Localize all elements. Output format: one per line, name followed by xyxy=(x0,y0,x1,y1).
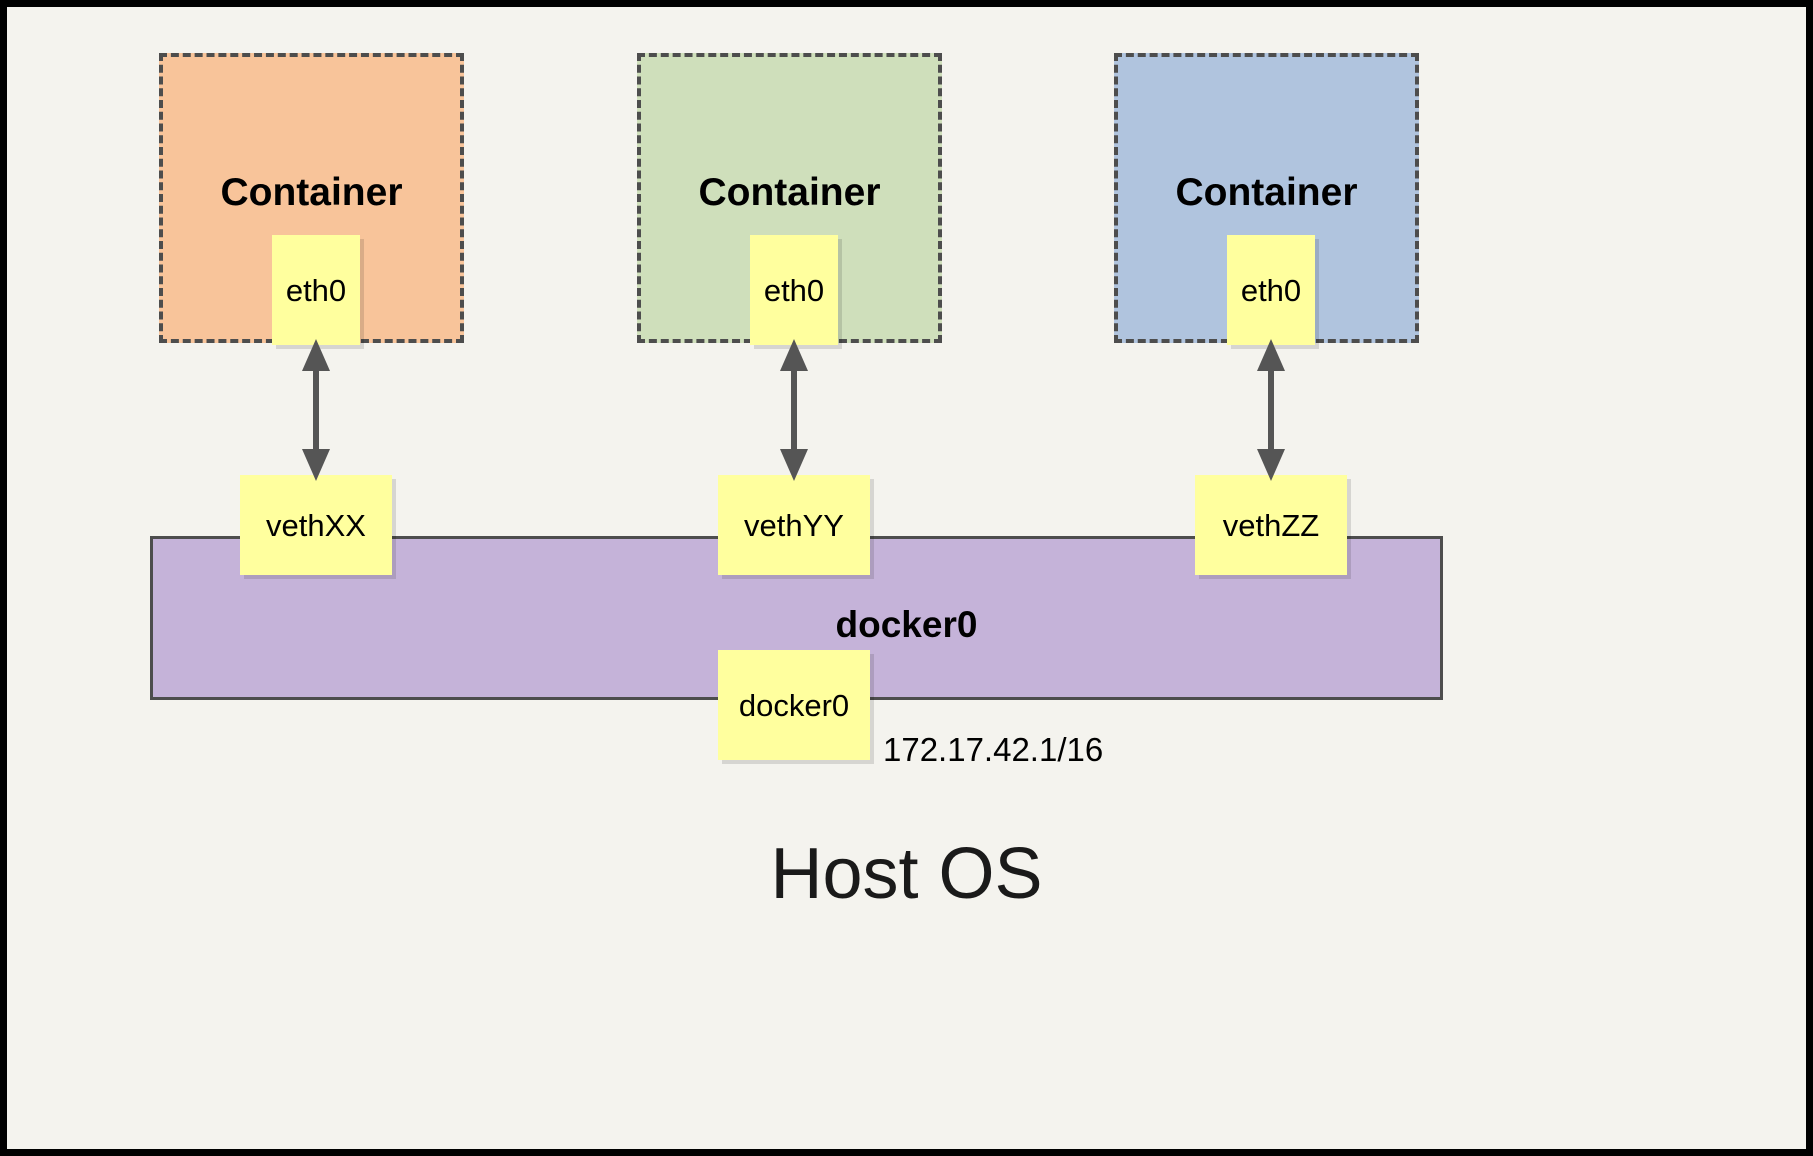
container-title-1: Container xyxy=(220,171,403,214)
container-title-2: Container xyxy=(698,171,881,214)
container-title-3: Container xyxy=(1175,171,1358,214)
eth0-interface-box-1: eth0 xyxy=(272,235,360,345)
host-os-label: Host OS xyxy=(770,834,1043,914)
veth-interface-box-1: vethXX xyxy=(240,475,392,575)
docker0-bridge-label: docker0 xyxy=(835,604,978,645)
link-arrow-1 xyxy=(302,339,330,481)
docker0-ip-label: 172.17.42.1/16 xyxy=(883,731,1104,768)
link-arrow-3 xyxy=(1257,339,1285,481)
docker0-interface-box: docker0 xyxy=(718,650,870,760)
eth0-interface-box-2: eth0 xyxy=(750,235,838,345)
veth-interface-box-3: vethZZ xyxy=(1195,475,1347,575)
veth-interface-box-2: vethYY xyxy=(718,475,870,575)
diagram-canvas: Container Container Container eth0 eth0 … xyxy=(7,7,1806,1149)
link-arrow-2 xyxy=(780,339,808,481)
eth0-interface-box-3: eth0 xyxy=(1227,235,1315,345)
